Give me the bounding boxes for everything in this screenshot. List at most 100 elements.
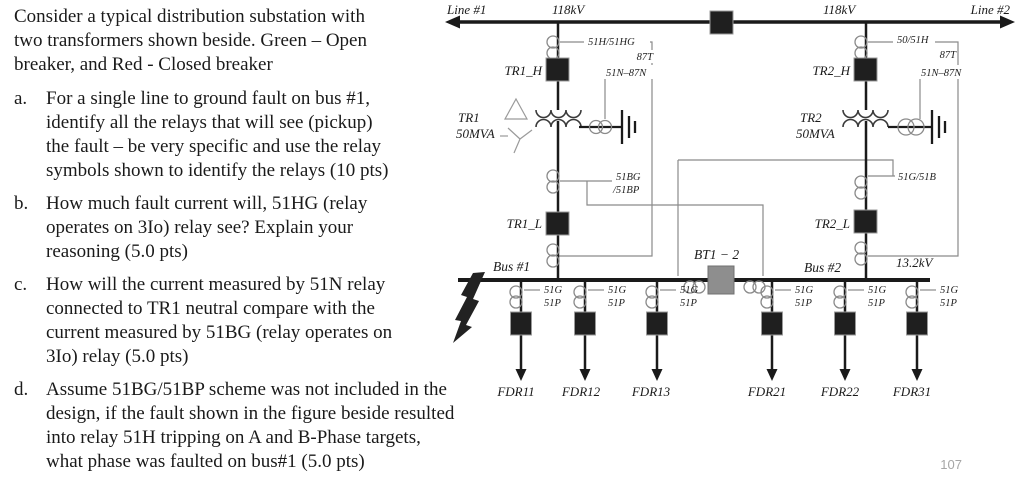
wire-51bg-bt-right — [586, 181, 764, 276]
feeder-fdr11: 51G 51P FDR11 — [496, 280, 563, 399]
tr2-lv-ct-icon — [854, 241, 868, 266]
tr1-branch — [500, 22, 637, 280]
feeders: 51G 51P FDR11 51G 51P FDR12 51G 51P — [496, 280, 959, 399]
relay-label: 51G — [868, 285, 887, 296]
label-backplates — [584, 32, 971, 79]
item-letter: a. — [14, 88, 28, 109]
tr2-51g51b-label: 51G/51B — [898, 172, 937, 183]
tr2-neutral-ct-icon — [897, 118, 925, 136]
feeder-ct-icon — [509, 285, 523, 309]
feeder-breaker — [510, 311, 532, 336]
item-text: Assume 51BG/51BP scheme was not included… — [46, 379, 455, 472]
tr1-name-label: TR1 — [458, 110, 480, 125]
question-panel: Consider a typical distribution substati… — [14, 5, 584, 483]
tr1-hv-relay-label: 51H/51HG — [588, 37, 635, 48]
tr1-hv-breaker-label: TR1_H — [504, 63, 542, 78]
tr1-lv-ct-icon — [546, 243, 560, 268]
relay-label: 51G — [940, 285, 959, 296]
item-text: For a single line to ground fault on bus… — [46, 88, 389, 181]
item-text: How much fault current will, 51HG (relay… — [46, 193, 368, 262]
hv-voltage-left-label: 118kV — [552, 2, 586, 17]
tr2-hv-relay-label: 50/51H — [897, 35, 930, 46]
hv-tie-breaker — [709, 10, 734, 35]
tr2-ground-icon — [930, 110, 947, 144]
feeder-breaker — [906, 311, 928, 336]
tr2-87t-label: 87T — [940, 50, 958, 61]
feeder-ct-icon — [833, 285, 847, 309]
feeder-fdr21: 51G 51P FDR21 — [747, 280, 814, 399]
feeder-ct-icon — [905, 285, 919, 309]
feeder-label: FDR21 — [747, 384, 786, 399]
feeder-fdr22: 51G 51P FDR22 — [820, 280, 887, 399]
question-item-c: c. How will the current measured by 51N … — [14, 273, 584, 369]
relay-label: 51P — [940, 298, 958, 309]
relay-label: 51P — [680, 298, 698, 309]
bus1-label: Bus #1 — [493, 259, 530, 274]
feeder-breaker — [834, 311, 856, 336]
tr1-51bg-ct-icon — [546, 169, 560, 194]
tr2-branch — [842, 22, 947, 280]
feeder-arrow-icon — [579, 369, 591, 381]
tr1-lv-breaker-label: TR1_L — [507, 216, 542, 231]
tr1-ground-icon — [620, 110, 637, 144]
tr1-transformer-icon — [535, 109, 582, 128]
wire-51bg-to-tr2 — [678, 159, 894, 176]
feeder-ct-icon — [645, 285, 659, 309]
feeder-ct-icon — [760, 285, 774, 309]
diagram-labels: Line #1 118kV 118kV Line #2 51H/51HG 87T… — [446, 2, 1010, 275]
feeder-breaker — [574, 311, 596, 336]
tr1-51bp-label: /51BP — [612, 185, 640, 196]
line1-arrow-icon — [445, 15, 460, 29]
line2-arrow-icon — [1000, 15, 1015, 29]
item-letter: b. — [14, 193, 29, 214]
relay-label: 51G — [680, 285, 699, 296]
question-item-a: a. For a single line to ground fault on … — [14, 87, 584, 183]
tr1-87t-label: 87T — [637, 52, 655, 63]
relay-label: 51G — [608, 285, 627, 296]
relay-wiring — [524, 41, 959, 291]
lv-voltage-label: 13.2kV — [896, 255, 935, 270]
feeder-breaker — [646, 311, 668, 336]
line2-label: Line #2 — [970, 2, 1011, 17]
feeder-label: FDR11 — [496, 384, 534, 399]
relay-label: 51P — [608, 298, 626, 309]
tr1-51n-87n-label: 51N–87N — [606, 68, 647, 79]
feeder-fdr31: 51G 51P FDR31 — [892, 280, 959, 399]
feeder-ct-icon — [573, 285, 587, 309]
relay-label: 51P — [544, 298, 562, 309]
bus2-label: Bus #2 — [804, 260, 841, 275]
tr1-lv-breaker — [545, 211, 570, 236]
tr1-neutral-ct-icon — [588, 119, 613, 135]
feeder-fdr13: 51G 51P FDR13 — [631, 280, 699, 399]
bus-tie-label: BT1 − 2 — [694, 247, 739, 262]
item-letter: d. — [14, 379, 29, 400]
tr2-lv-breaker-label: TR2_L — [815, 216, 850, 231]
feeder-arrow-icon — [515, 369, 527, 381]
hv-voltage-right-label: 118kV — [823, 2, 857, 17]
tr1-51bg-label: 51BG — [616, 172, 641, 183]
item-text: How will the current measured by 51N rel… — [46, 274, 393, 367]
line1-label: Line #1 — [446, 2, 486, 17]
feeder-label: FDR13 — [631, 384, 671, 399]
relay-label: 51G — [795, 285, 814, 296]
tr1-hv-breaker — [545, 57, 570, 82]
item-letter: c. — [14, 274, 28, 295]
bus-tie-breaker — [707, 265, 735, 295]
feeder-label: FDR22 — [820, 384, 860, 399]
feeder-breaker — [761, 311, 783, 336]
lv-bus — [453, 265, 930, 343]
tr2-hv-breaker — [853, 57, 878, 82]
feeder-arrow-icon — [839, 369, 851, 381]
bus-tie-right-ct-icon — [743, 280, 766, 294]
feeder-arrow-icon — [766, 369, 778, 381]
tr1-delta-icon — [503, 97, 529, 120]
tr2-51g51b-ct-icon — [854, 175, 868, 200]
tr2-rating-label: 50MVA — [796, 126, 835, 141]
feeder-arrow-icon — [651, 369, 663, 381]
page-number: 107 — [940, 457, 962, 472]
fault-lightning-icon — [453, 272, 485, 343]
relay-label: 51P — [868, 298, 886, 309]
tr2-51n-87n-label: 51N–87N — [921, 68, 962, 79]
feeder-label: FDR31 — [892, 384, 931, 399]
